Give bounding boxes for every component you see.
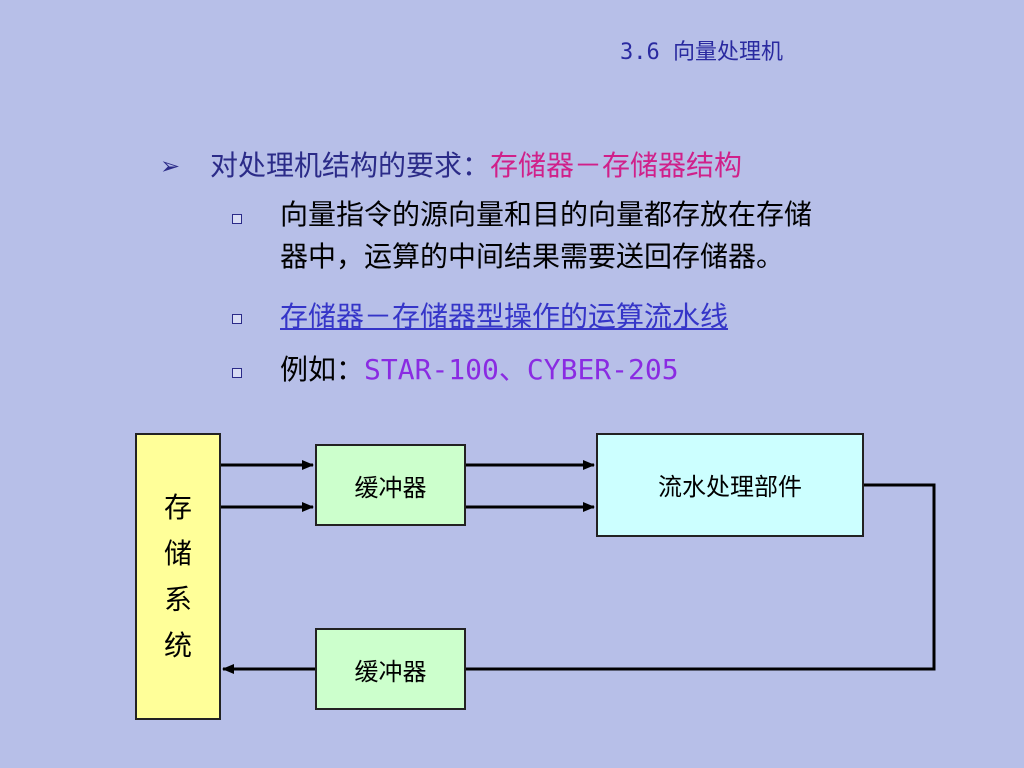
section-title: 3.6 向量处理机 [620,40,783,65]
storage-char: 存 [163,490,192,524]
square-bullet-icon [232,368,242,378]
sub-bullet-1-line2: 器中，运算的中间结果需要送回存储器。 [280,240,785,273]
pipeline-unit-label: 流水处理部件 [658,473,802,501]
pipeline-output-path [466,483,936,671]
storage-system-box: 存 储 系 统 [135,433,221,720]
main-bullet-prefix: 对处理机结构的要求： [210,149,491,182]
output-buffer-label: 缓冲器 [354,657,427,686]
main-bullet: 对处理机结构的要求：存储器－存储器结构 [210,144,742,184]
output-buffer-box: 缓冲器 [315,628,466,710]
input-buffer-box: 缓冲器 [315,444,466,526]
storage-char: 储 [163,536,192,570]
main-bullet-highlight: 存储器－存储器结构 [490,149,743,182]
arrow-bullet-icon: ➢ [160,152,181,180]
example-value: STAR-100、CYBER-205 [364,353,679,386]
sub-bullet-3: 例如：STAR-100、CYBER-205 [280,349,679,391]
sub-bullet-1-line1: 向量指令的源向量和目的向量都存放在存储 [280,198,813,231]
sub-bullet-1: 向量指令的源向量和目的向量都存放在存储 器中，运算的中间结果需要送回存储器。 [280,194,812,278]
pipeline-link[interactable]: 存储器－存储器型操作的运算流水线 [280,300,729,333]
example-prefix: 例如： [280,353,365,386]
square-bullet-icon [232,314,242,324]
square-bullet-icon [232,214,242,224]
pipeline-unit-box: 流水处理部件 [596,433,864,537]
input-buffer-label: 缓冲器 [354,473,427,502]
storage-char: 统 [163,628,192,662]
storage-char: 系 [163,582,192,616]
